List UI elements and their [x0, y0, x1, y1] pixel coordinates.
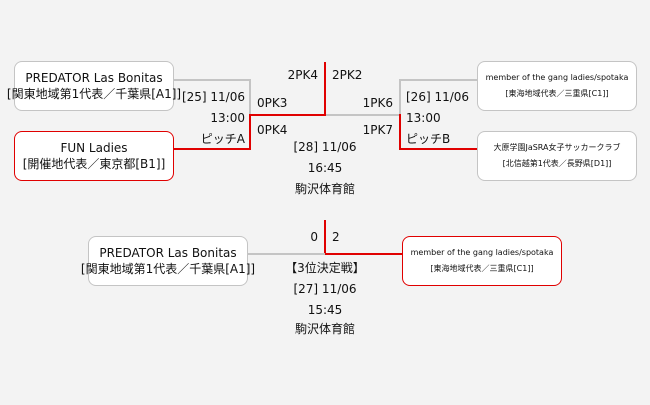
- sf2-score-top: 1PK6: [362, 96, 393, 110]
- line-third-winner: [324, 220, 326, 255]
- sf1-score-bottom: 0PK4: [257, 123, 288, 137]
- team-info: [関東地域第1代表／千葉県[A1]]: [80, 262, 256, 276]
- team-box[interactable]: 大原学園JaSRA女子サッカークラブ [北信越第1代表／長野県[D1]]: [477, 131, 637, 181]
- team-box[interactable]: PREDATOR Las Bonitas [関東地域第1代表／千葉県[A1]]: [7, 61, 181, 111]
- team-box[interactable]: member of the gang ladies/spotaka [東海地域代…: [477, 61, 637, 111]
- team-name: member of the gang ladies/spotaka: [410, 248, 554, 257]
- sf1-match: [25] 11/06: [181, 90, 245, 104]
- third-score-right: 2: [332, 230, 340, 244]
- team-info: [東海地域代表／三重県[C1]]: [505, 89, 609, 98]
- line-sf2-top-v: [399, 79, 401, 116]
- line-third-left: [248, 253, 325, 255]
- third-title: 【3位決定戦】: [285, 261, 365, 275]
- line-final-winner: [324, 62, 326, 116]
- line-final-left: [249, 114, 326, 116]
- team-box[interactable]: PREDATOR Las Bonitas [関東地域第1代表／千葉県[A1]]: [81, 236, 255, 286]
- line-sf1-bottom-v: [249, 114, 251, 150]
- team-info: [開催地代表／東京都[B1]]: [22, 157, 166, 171]
- sf1-venue: ピッチA: [200, 132, 245, 146]
- final-score-left: 2PK4: [287, 68, 318, 82]
- line-sf2-bottom: [399, 148, 477, 150]
- sf2-score-bottom: 1PK7: [362, 123, 393, 137]
- team-name: 大原学園JaSRA女子サッカークラブ: [493, 143, 621, 152]
- third-time: 15:45: [307, 303, 343, 317]
- sf2-time: 13:00: [406, 111, 441, 125]
- final-match: [28] 11/06: [293, 140, 357, 154]
- team-info: [北信越第1代表／長野県[D1]]: [502, 159, 612, 168]
- line-sf2-bottom-v: [399, 114, 401, 150]
- line-sf1-bottom: [173, 148, 251, 150]
- sf2-venue: ピッチB: [406, 132, 451, 146]
- team-name: PREDATOR Las Bonitas: [99, 246, 237, 260]
- team-name: FUN Ladies: [60, 141, 128, 155]
- team-info: [東海地域代表／三重県[C1]]: [430, 264, 534, 273]
- team-box-winner[interactable]: member of the gang ladies/spotaka [東海地域代…: [402, 236, 562, 286]
- team-box-winner[interactable]: FUN Ladies [開催地代表／東京都[B1]]: [14, 131, 174, 181]
- third-venue: 駒沢体育館: [294, 322, 355, 336]
- line-sf1-top: [173, 79, 251, 81]
- sf1-score-top: 0PK3: [257, 96, 288, 110]
- sf2-match: [26] 11/06: [406, 90, 470, 104]
- team-name: member of the gang ladies/spotaka: [485, 73, 629, 82]
- line-third-right: [325, 253, 402, 255]
- third-match: [27] 11/06: [293, 282, 357, 296]
- team-info: [関東地域第1代表／千葉県[A1]]: [6, 87, 182, 101]
- line-sf1-top-v: [249, 79, 251, 116]
- third-score-left: 0: [310, 230, 318, 244]
- line-sf2-top: [399, 79, 477, 81]
- final-venue: 駒沢体育館: [294, 182, 355, 196]
- team-name: PREDATOR Las Bonitas: [25, 71, 163, 85]
- final-score-right: 2PK2: [332, 68, 363, 82]
- sf1-time: 13:00: [210, 111, 245, 125]
- final-time: 16:45: [307, 161, 343, 175]
- line-final-right: [326, 114, 401, 116]
